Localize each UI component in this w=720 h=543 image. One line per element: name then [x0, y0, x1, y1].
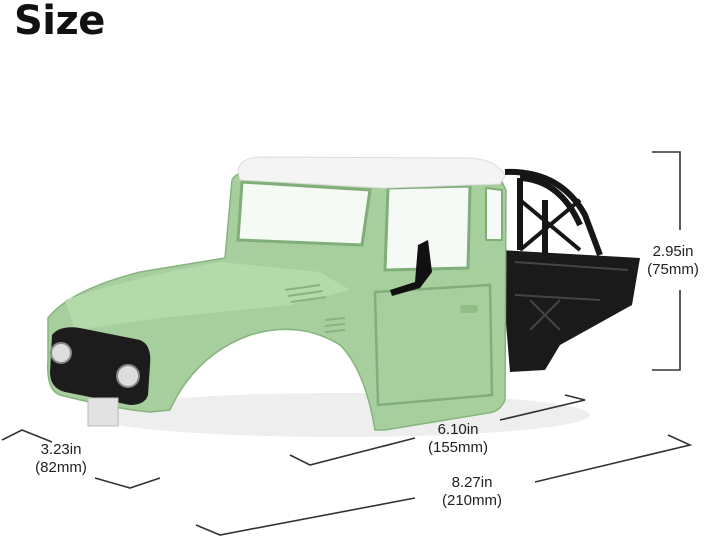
height-mm: (75mm) [647, 261, 699, 278]
front-bracket [87, 397, 119, 427]
bed-rails [514, 261, 629, 331]
roof [237, 156, 506, 189]
height-dim-line [652, 151, 681, 371]
side-mirror [390, 240, 432, 296]
door-handle [460, 305, 478, 313]
total-length-inch: 8.27in [451, 474, 493, 491]
width-dim-line [1, 429, 161, 489]
total-length-mm: (210mm) [441, 492, 502, 509]
width-dimension: 3.23in (82mm) [16, 441, 106, 477]
cab-length-dim-line [289, 394, 586, 466]
width-mm: (82mm) [35, 459, 87, 476]
cab-length-inch: 6.10in [437, 421, 479, 438]
roll-cage [504, 168, 603, 262]
windshield [236, 180, 372, 247]
side-window [383, 184, 472, 272]
page-title: Size [14, 0, 105, 44]
headlight-right [116, 364, 140, 388]
rear-window [485, 186, 503, 241]
hood-vents [284, 284, 346, 333]
dimension-lines [1, 151, 693, 536]
hood-panel [65, 262, 350, 330]
height-dimension: 2.95in (75mm) [626, 243, 720, 279]
truck-bed [500, 250, 640, 372]
cab-length-mm: (155mm) [427, 439, 488, 456]
headlight-left [50, 342, 72, 364]
width-inch: 3.23in [40, 441, 82, 458]
cab-length-dimension: 6.10in (155mm) [410, 421, 506, 457]
total-length-dimension: 8.27in (210mm) [424, 474, 520, 510]
total-length-dim-line [195, 434, 693, 536]
height-inch: 2.95in [652, 243, 694, 260]
door [373, 283, 494, 407]
